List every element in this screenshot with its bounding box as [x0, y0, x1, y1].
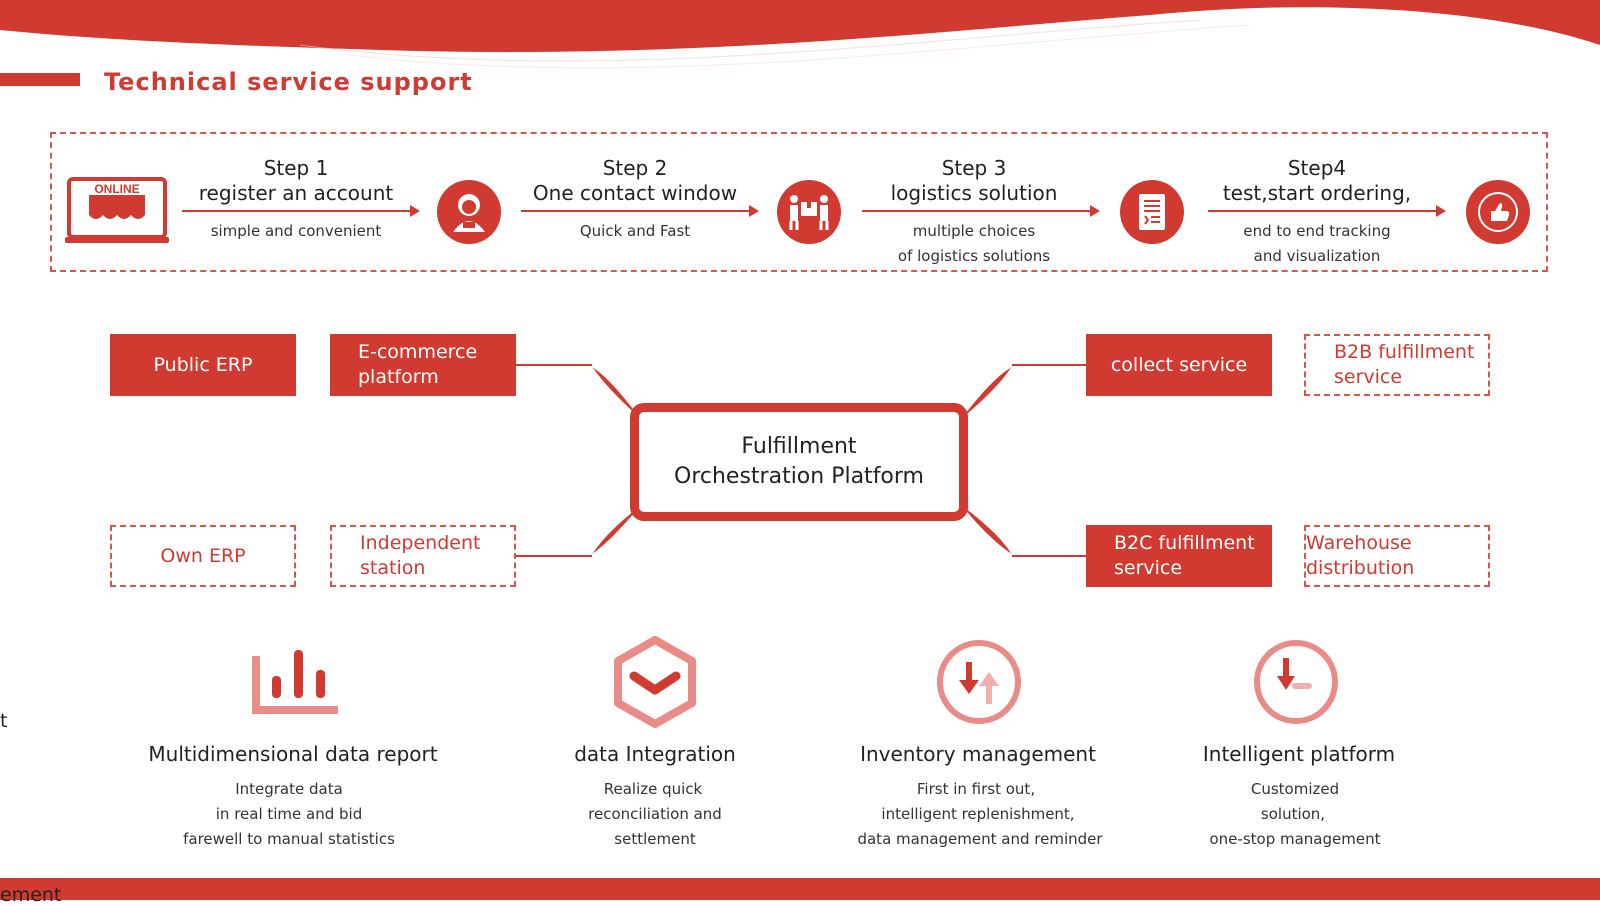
feature-1-title: Multidimensional data report	[148, 742, 438, 766]
step-4-label: Step4	[1287, 156, 1347, 180]
feature-2-desc-2: reconciliation and	[588, 805, 722, 823]
center-platform-box: Fulfillment Orchestration Platform	[630, 403, 968, 521]
feature-1-desc-3: farewell to manual statistics	[183, 830, 395, 848]
support-agent-icon	[437, 180, 501, 244]
bottom-left-edge-fragment: ement	[0, 884, 62, 906]
step-2-arrow	[521, 205, 759, 217]
step-3-desc-line1: multiple choices	[912, 222, 1036, 240]
center-title-line1: Fulfillment	[741, 434, 857, 459]
step-3-arrow	[862, 205, 1100, 217]
box-public-erp: Public ERP	[110, 334, 296, 396]
step-3-label: Step 3	[941, 156, 1007, 180]
feature-3-desc-3: data management and reminder	[857, 830, 1103, 848]
box-ecommerce-platform: E-commerce platform	[330, 334, 516, 396]
step-4-desc-line2: and visualization	[1253, 247, 1381, 265]
feature-2-title: data Integration	[574, 742, 736, 766]
hexagon-chevron-icon	[614, 636, 696, 728]
title-accent-bar	[0, 73, 80, 86]
feature-4-desc-2: solution,	[1260, 805, 1326, 823]
box-own-erp: Own ERP	[110, 525, 296, 587]
feature-3-desc-2: intelligent replenishment,	[881, 805, 1075, 823]
inventory-arrows-icon	[937, 640, 1021, 724]
step-1-desc: simple and convenient	[210, 222, 382, 240]
center-title-line2: Orchestration Platform	[674, 464, 924, 489]
step-2-desc: Quick and Fast	[579, 222, 691, 240]
step-1-title: register an account	[198, 181, 394, 205]
step-1-label: Step 1	[263, 156, 329, 180]
step-3-title: logistics solution	[890, 181, 1058, 205]
online-badge: ONLINE	[94, 182, 139, 196]
box-collect-service: collect service	[1086, 334, 1272, 396]
top-wave-decoration	[0, 0, 1600, 69]
step-2-title: One contact window	[532, 181, 738, 205]
delivery-people-icon	[777, 180, 841, 244]
thumbs-up-badge-icon	[1466, 180, 1530, 244]
feature-3-title: Inventory management	[860, 742, 1096, 766]
step-4-title: test,start ordering,	[1222, 181, 1412, 205]
document-icon	[1120, 180, 1184, 244]
box-warehouse-distribution: Warehouse distribution	[1304, 525, 1490, 587]
step-2-label: Step 2	[602, 156, 668, 180]
step-3-desc-line2: of logistics solutions	[897, 247, 1051, 265]
feature-4-desc-3: one-stop management	[1209, 830, 1381, 848]
step-4-arrow	[1208, 205, 1446, 217]
left-edge-fragment: t	[0, 710, 8, 732]
feature-2-desc-1: Realize quick	[603, 780, 703, 798]
feature-2-desc-3: settlement	[614, 830, 696, 848]
box-independent-station: Independent station	[330, 525, 516, 587]
box-b2c-fulfillment: B2C fulfillment service	[1086, 525, 1272, 587]
bar-chart-icon	[252, 650, 338, 714]
feature-3-desc-1: First in first out,	[916, 780, 1036, 798]
feature-4-desc-1: Customized	[1250, 780, 1340, 798]
bottom-red-bar	[0, 878, 1600, 900]
step-1-arrow	[182, 205, 420, 217]
box-b2b-fulfillment: B2B fulfillment service	[1304, 334, 1490, 396]
feature-1-desc-2: in real time and bid	[215, 805, 363, 823]
feature-1-desc-1: Integrate data	[235, 780, 343, 798]
section-title: Technical service support	[104, 68, 473, 96]
feature-4-title: Intelligent platform	[1202, 742, 1396, 766]
online-store-laptop-icon: ONLINE	[65, 177, 169, 243]
step-4-desc-line1: end to end tracking	[1243, 222, 1391, 240]
steps-frame	[50, 132, 1548, 272]
clock-arrow-icon	[1254, 640, 1338, 724]
